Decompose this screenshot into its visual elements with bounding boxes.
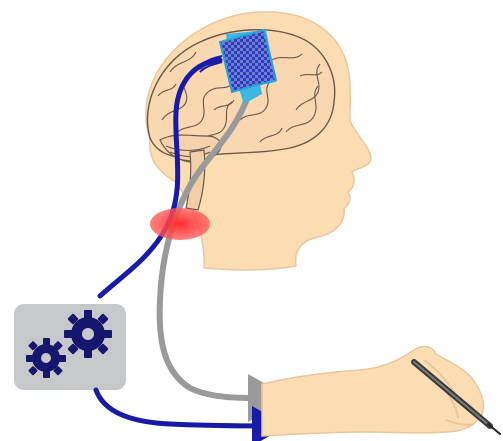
spinal-lesion-icon [150, 208, 210, 240]
processor-icon [14, 304, 126, 390]
